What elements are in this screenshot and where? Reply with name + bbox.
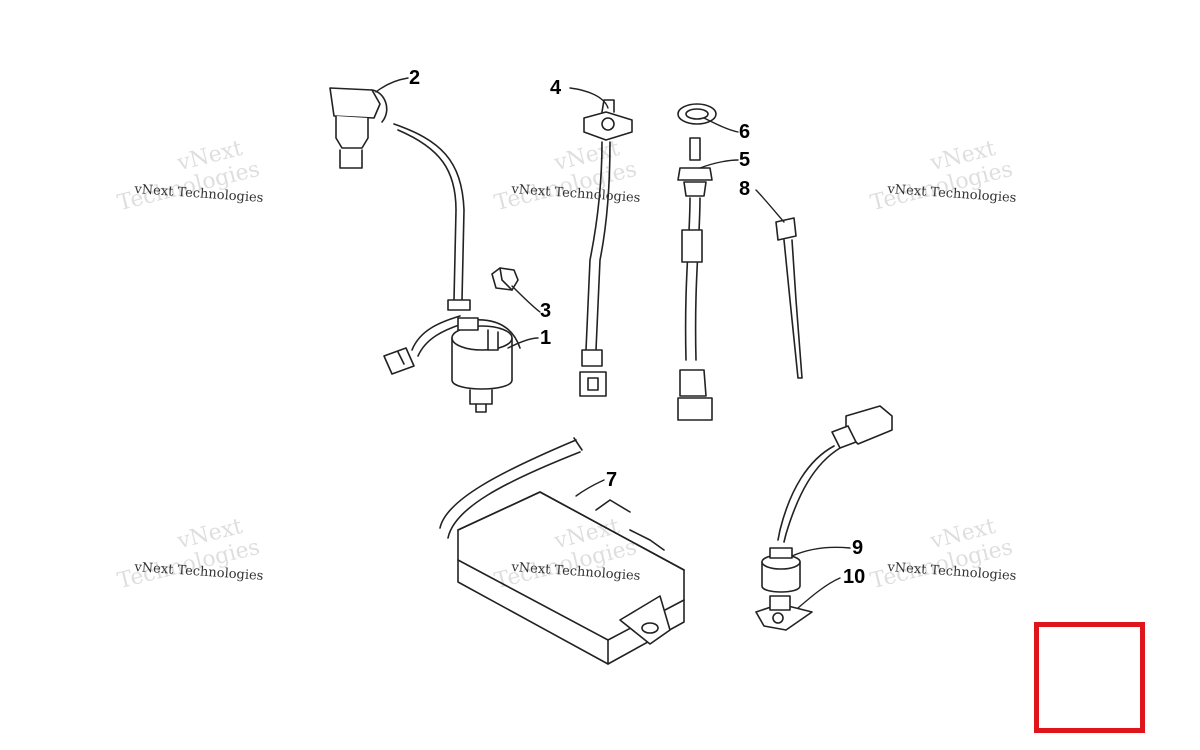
ignition-coil-part: [383, 315, 521, 413]
callout-8[interactable]: 8: [739, 178, 751, 200]
knock-sensor-part: [761, 405, 893, 593]
clip-part: [491, 267, 519, 291]
callout-10[interactable]: 10: [843, 566, 866, 588]
callout-9[interactable]: 9: [852, 537, 864, 559]
leader-lines: [375, 77, 851, 609]
red-frame-box: [1034, 622, 1145, 733]
cable-tie-part: [775, 217, 803, 379]
callout-6[interactable]: 6: [739, 121, 751, 143]
bracket-sensor-part: [579, 99, 633, 397]
temperature-sensor-part: [677, 137, 713, 421]
callout-5[interactable]: 5: [739, 149, 751, 171]
ecu-module-part: [439, 437, 685, 665]
terminal-washer-part: [755, 595, 813, 631]
callout-4[interactable]: 4: [550, 77, 562, 99]
callout-3[interactable]: 3: [540, 300, 552, 322]
spark-plug-cap-part: [329, 87, 471, 311]
callout-7[interactable]: 7: [606, 469, 618, 491]
callout-1[interactable]: 1: [540, 327, 552, 349]
callout-2[interactable]: 2: [409, 67, 421, 89]
